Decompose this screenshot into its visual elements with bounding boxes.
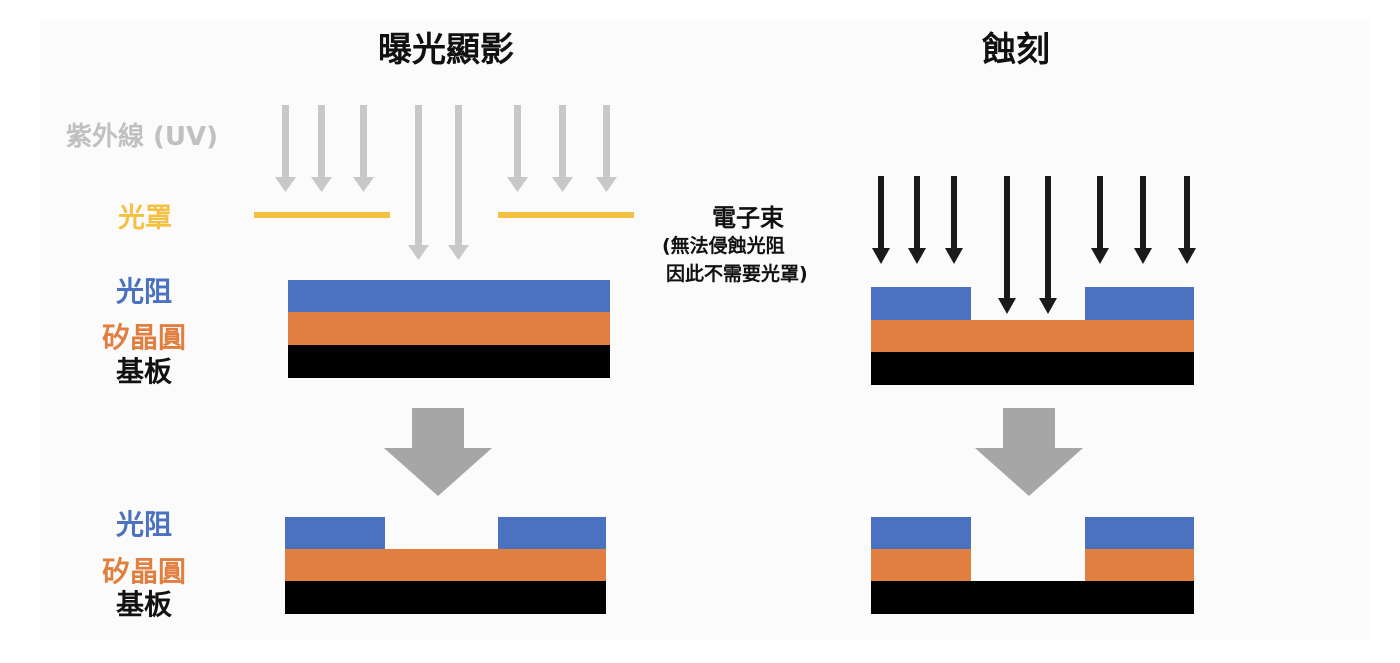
mask-label: 光罩 <box>118 203 172 234</box>
photoresist-block-right <box>1085 517 1194 549</box>
wafer-label-top: 矽晶圓 <box>102 321 187 354</box>
uv-arrow <box>448 105 469 260</box>
uv-arrows <box>275 105 617 260</box>
uv-arrow <box>596 105 617 192</box>
ebeam-arrows <box>872 176 1196 314</box>
substrate-layer <box>871 352 1194 385</box>
photoresist-block-right <box>1085 287 1194 320</box>
substrate-layer <box>288 345 610 378</box>
etching-title: 蝕刻 <box>982 30 1050 70</box>
substrate-layer <box>285 581 606 614</box>
wafer-layer <box>285 549 606 581</box>
photoresist-layer-full <box>288 280 610 312</box>
uv-arrow <box>552 105 573 192</box>
wafer-label-bottom: 矽晶圓 <box>102 555 187 588</box>
wafer-layer <box>871 320 1194 352</box>
ebeam-arrow <box>998 176 1016 314</box>
wafer-block-right <box>1085 549 1194 581</box>
mask-bar-left <box>254 212 390 218</box>
uv-arrow <box>311 105 332 192</box>
photoresist-block-left <box>871 517 971 549</box>
photoresist-label-bottom: 光阻 <box>116 508 173 541</box>
ebeam-arrow <box>945 176 963 264</box>
ebeam-arrow <box>908 176 926 264</box>
mask-bar-right <box>498 212 634 218</box>
substrate-layer <box>871 581 1194 614</box>
ebeam-arrow <box>872 176 890 264</box>
uv-arrow <box>353 105 374 192</box>
substrate-label-top: 基板 <box>116 355 173 388</box>
exposure-title: 曝光顯影 <box>378 30 514 70</box>
ebeam-label: 電子束 <box>712 204 784 232</box>
uv-arrow <box>507 105 528 192</box>
ebeam-arrow <box>1134 176 1152 264</box>
photoresist-label-top: 光阻 <box>116 275 173 308</box>
ebeam-arrow <box>1091 176 1109 264</box>
photoresist-block-right <box>498 517 606 549</box>
wafer-layer <box>288 312 610 345</box>
uv-arrow <box>275 105 296 192</box>
ebeam-arrow <box>1039 176 1057 314</box>
uv-label: 紫外線 (UV) <box>66 122 219 152</box>
ebeam-arrow <box>1178 176 1196 264</box>
wafer-block-left <box>871 549 971 581</box>
substrate-label-bottom: 基板 <box>116 588 173 621</box>
process-arrow-right <box>975 408 1083 496</box>
photoresist-block-left <box>285 517 385 549</box>
ebeam-note-line2: 因此不需要光罩) <box>666 263 808 285</box>
uv-arrow <box>408 105 429 260</box>
ebeam-note-line1: (無法侵蝕光阻 <box>662 235 785 257</box>
photoresist-block-left <box>871 287 971 320</box>
process-arrow-left <box>384 408 492 496</box>
